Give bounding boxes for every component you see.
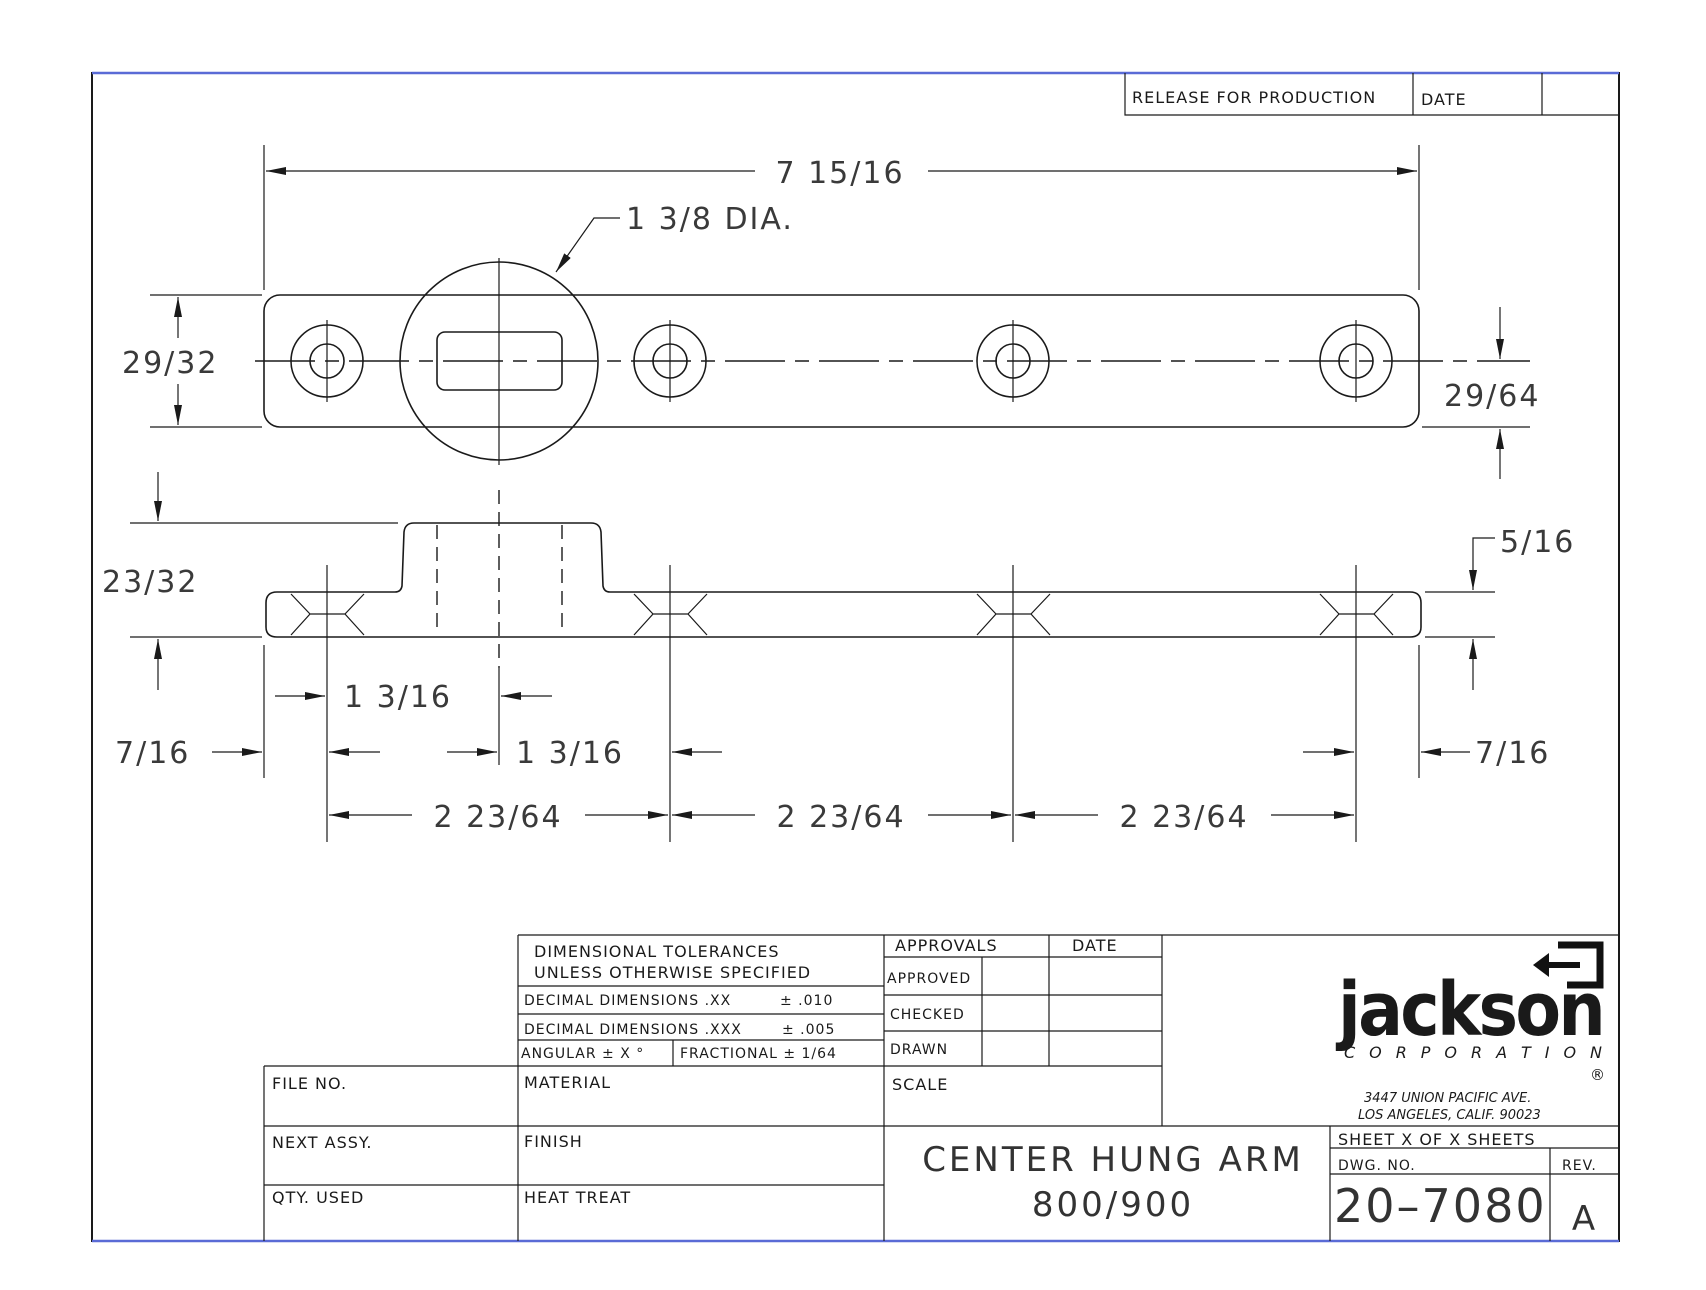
registered-mark: ® <box>1590 1066 1605 1084</box>
title-block: DIMENSIONAL TOLERANCES UNLESS OTHERWISE … <box>263 934 1619 1241</box>
scale-label: SCALE <box>892 1075 948 1094</box>
spacing-1-label: 2 23/64 <box>433 800 562 835</box>
mounting-hole-2 <box>633 320 707 402</box>
drawing-title-line2: 800/900 <box>1032 1185 1194 1225</box>
checked-label: CHECKED <box>890 1007 965 1023</box>
spacing-dimension-2: 2 23/64 <box>672 800 1011 835</box>
hub-left-dimension: 1 3/16 <box>275 680 552 715</box>
side-view <box>265 490 1422 668</box>
end-left-dimension: 7/16 <box>115 736 262 771</box>
tolerances-line2: UNLESS OTHERWISE SPECIFIED <box>534 963 811 982</box>
mounting-hole-4 <box>1319 320 1393 402</box>
release-block: RELEASE FOR PRODUCTION DATE <box>1124 73 1619 116</box>
centerline-offset-label: 29/64 <box>1444 379 1540 414</box>
sheet-border <box>91 71 1620 1243</box>
dwg-number: 20–7080 <box>1334 1179 1547 1233</box>
decimal-xx-label: DECIMAL DIMENSIONS .XX <box>524 993 731 1009</box>
end-right-label: 7/16 <box>1475 736 1550 771</box>
spacing-dimension-1: 2 23/64 <box>329 800 668 835</box>
hub-diameter-leader: 1 3/8 DIA. <box>555 202 794 273</box>
qty-used-label: QTY. USED <box>272 1188 364 1207</box>
release-label: RELEASE FOR PRODUCTION <box>1132 88 1376 107</box>
dwg-no-label: DWG. NO. <box>1338 1158 1416 1174</box>
overall-length-label: 7 15/16 <box>775 156 904 191</box>
address-line1: 3447 UNION PACIFIC AVE. <box>1364 1091 1531 1106</box>
tolerances-line1: DIMENSIONAL TOLERANCES <box>534 942 780 961</box>
finish-label: FINISH <box>524 1132 583 1151</box>
hub-diameter-label: 1 3/8 DIA. <box>626 202 794 237</box>
bar-thickness-dimension: 5/16 <box>1425 525 1575 690</box>
exit-arrow-icon <box>1533 941 1604 989</box>
approvals-label: APPROVALS <box>895 936 998 955</box>
fractional-label: FRACTIONAL ± 1/64 <box>680 1046 837 1062</box>
sheet-label: SHEET X OF X SHEETS <box>1338 1130 1536 1149</box>
heat-treat-label: HEAT TREAT <box>524 1188 631 1207</box>
countersink-3 <box>976 565 1051 668</box>
spacing-dimension-3: 2 23/64 <box>1015 800 1354 835</box>
address-line2: LOS ANGELES, CALIF. 90023 <box>1358 1108 1541 1123</box>
decimal-xx-tolerance: ± .010 <box>780 993 833 1009</box>
mounting-hole-1 <box>290 320 364 402</box>
company-logo-text: jackson <box>1335 967 1603 1053</box>
hub-right-dimension: 1 3/16 <box>329 736 722 771</box>
extension-lines <box>263 645 1420 842</box>
side-height-dimension: 23/32 <box>102 472 398 690</box>
mounting-hole-3 <box>976 320 1050 402</box>
revision-letter: A <box>1572 1199 1598 1239</box>
end-right-dimension: 7/16 <box>1303 736 1550 771</box>
approved-label: APPROVED <box>887 971 971 987</box>
approvals-date-label: DATE <box>1072 936 1118 955</box>
plan-view <box>255 258 1530 465</box>
overall-length-dimension: 7 15/16 <box>263 145 1420 290</box>
hub-right-label: 1 3/16 <box>516 736 624 771</box>
drawing-title-line1: CENTER HUNG ARM <box>922 1140 1304 1180</box>
hub-left-label: 1 3/16 <box>344 680 452 715</box>
rev-label: REV. <box>1562 1158 1597 1174</box>
countersink-1 <box>290 565 365 668</box>
decimal-xxx-label: DECIMAL DIMENSIONS .XXX <box>524 1022 742 1038</box>
plan-height-dimension: 29/32 <box>122 294 262 428</box>
side-height-label: 23/32 <box>102 565 198 600</box>
next-assy-label: NEXT ASSY. <box>272 1133 373 1152</box>
spacing-3-label: 2 23/64 <box>1119 800 1248 835</box>
decimal-xxx-tolerance: ± .005 <box>782 1022 835 1038</box>
centerline-offset-dimension: 29/64 <box>1422 307 1540 479</box>
angular-label: ANGULAR ± X ° <box>521 1046 644 1062</box>
end-left-label: 7/16 <box>115 736 190 771</box>
countersink-4 <box>1319 565 1394 668</box>
countersink-2 <box>633 565 708 668</box>
company-logo: jackson C O R P O R A T I O N ® 3447 UNI… <box>1335 941 1606 1123</box>
plan-height-label: 29/32 <box>122 346 218 381</box>
file-no-label: FILE NO. <box>272 1074 347 1093</box>
drawn-label: DRAWN <box>890 1042 948 1058</box>
spacing-2-label: 2 23/64 <box>776 800 905 835</box>
release-date-label: DATE <box>1421 90 1467 109</box>
material-label: MATERIAL <box>524 1073 611 1092</box>
bar-thickness-label: 5/16 <box>1500 525 1575 560</box>
